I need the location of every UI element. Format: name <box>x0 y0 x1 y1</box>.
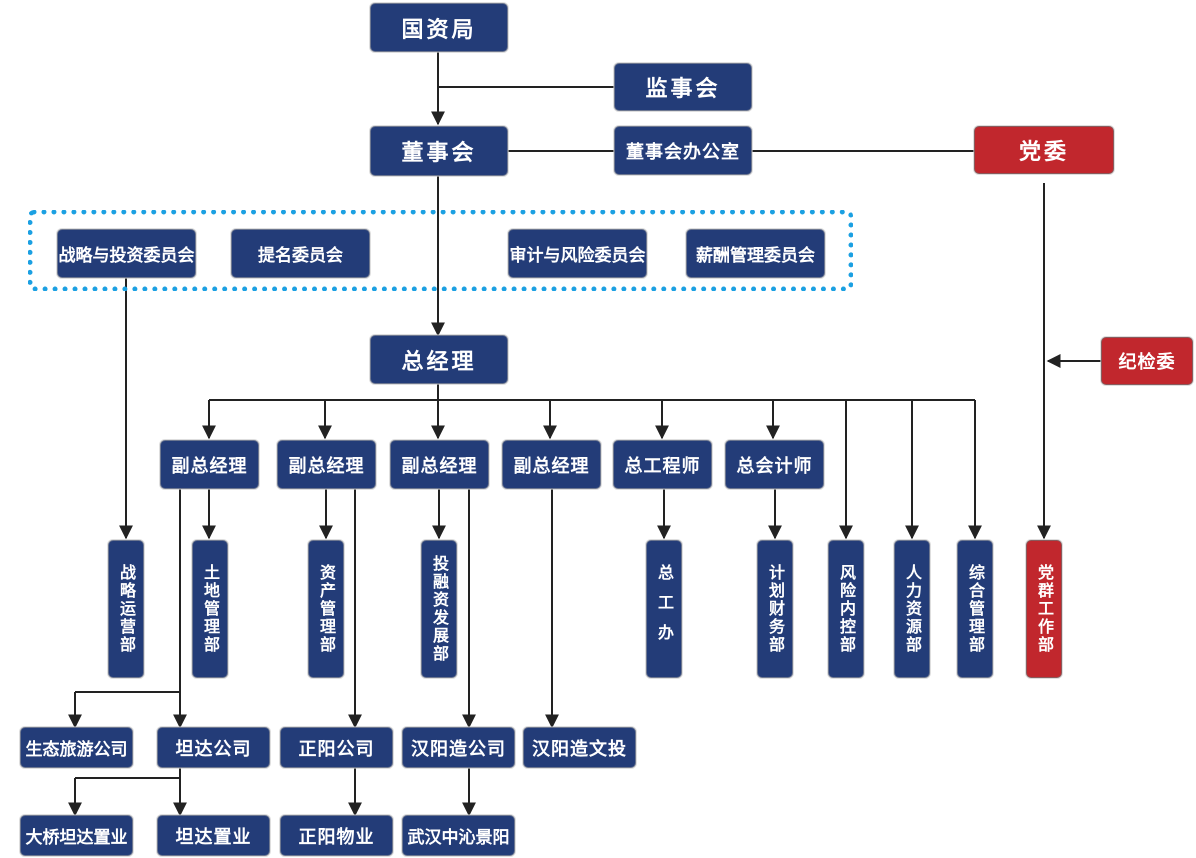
node-discipline-committee: 纪检委 <box>1101 337 1193 385</box>
node-label: 正阳公司 <box>298 738 375 760</box>
node-sub-wuhan-zhongqin: 武汉中沁景阳 <box>402 815 515 856</box>
node-sasac: 国资局 <box>370 3 508 52</box>
node-label: 监事会 <box>645 77 721 102</box>
node-dept-admin: 综合管理部 <box>957 540 993 678</box>
node-dept-party-affairs: 党群工作部 <box>1026 540 1062 678</box>
node-label: 人力资源部 <box>903 564 922 654</box>
node-label: 土地管理部 <box>201 564 220 654</box>
node-label: 战略与投资委员会 <box>58 246 195 266</box>
node-executive-vp-2: 副总经理 <box>277 440 376 489</box>
node-company-hanyangzao-culture: 汉阳造文投 <box>523 727 636 768</box>
node-executive-chief-engineer: 总工程师 <box>613 440 712 489</box>
node-label: 大桥坦达置业 <box>25 828 128 848</box>
node-party-committee: 党委 <box>974 126 1114 174</box>
node-dept-investment: 投融资发展部 <box>421 540 457 678</box>
node-label: 纪检委 <box>1118 352 1176 373</box>
node-label: 薪酬管理委员会 <box>696 246 815 266</box>
node-label: 党委 <box>1018 140 1069 165</box>
node-dept-chief-engineer-office: 总工办 <box>646 540 682 678</box>
node-label: 汉阳造文投 <box>532 738 627 760</box>
node-sub-daqiao-tanda: 大桥坦达置业 <box>20 815 133 856</box>
node-label: 战略运营部 <box>117 564 136 654</box>
node-label: 总工办 <box>655 564 674 654</box>
node-sub-zhengyang-property: 正阳物业 <box>280 815 393 856</box>
node-company-eco-tourism: 生态旅游公司 <box>20 727 133 768</box>
node-label: 国资局 <box>401 17 477 43</box>
node-label: 副总经理 <box>513 455 590 477</box>
node-dept-finance: 计划财务部 <box>757 540 793 678</box>
node-label: 坦达置业 <box>175 826 252 848</box>
node-label: 总会计师 <box>736 455 813 477</box>
node-label: 董事会 <box>401 141 477 166</box>
node-executive-chief-accountant: 总会计师 <box>725 440 824 489</box>
node-company-tanda: 坦达公司 <box>157 727 270 768</box>
node-company-zhengyang: 正阳公司 <box>280 727 393 768</box>
node-executive-vp-4: 副总经理 <box>502 440 601 489</box>
committees-group <box>28 210 853 291</box>
node-supervisory-board: 监事会 <box>614 63 752 111</box>
node-label: 提名委员会 <box>258 246 343 266</box>
node-label: 综合管理部 <box>966 564 985 654</box>
node-committee-compensation: 薪酬管理委员会 <box>686 229 825 278</box>
node-label: 董事会办公室 <box>626 141 740 163</box>
node-label: 副总经理 <box>171 455 248 477</box>
node-company-hanyangzao: 汉阳造公司 <box>402 727 515 768</box>
node-label: 党群工作部 <box>1035 564 1054 654</box>
node-label: 坦达公司 <box>175 738 252 760</box>
node-label: 副总经理 <box>401 455 478 477</box>
node-label: 正阳物业 <box>298 826 375 848</box>
node-committee-audit: 审计与风险委员会 <box>508 229 647 278</box>
node-dept-risk-control: 风险内控部 <box>828 540 864 678</box>
node-dept-strategy-ops: 战略运营部 <box>108 540 144 678</box>
node-label: 副总经理 <box>288 455 365 477</box>
node-label: 生态旅游公司 <box>25 740 128 760</box>
node-dept-hr: 人力资源部 <box>894 540 930 678</box>
node-committee-nomination: 提名委员会 <box>231 229 370 278</box>
node-sub-tanda-property: 坦达置业 <box>157 815 270 856</box>
node-executive-vp-3: 副总经理 <box>390 440 489 489</box>
node-dept-asset: 资产管理部 <box>308 540 344 678</box>
node-label: 风险内控部 <box>837 564 856 654</box>
node-board-office: 董事会办公室 <box>614 126 752 175</box>
node-committee-strategy: 战略与投资委员会 <box>57 229 196 278</box>
node-dept-land: 土地管理部 <box>192 540 228 678</box>
node-label: 汉阳造公司 <box>411 738 506 760</box>
node-label: 总工程师 <box>624 455 701 477</box>
node-label: 资产管理部 <box>317 564 336 654</box>
node-label: 总经理 <box>401 349 477 375</box>
node-label: 武汉中沁景阳 <box>407 828 510 848</box>
node-board: 董事会 <box>370 126 508 176</box>
node-label: 计划财务部 <box>766 564 785 654</box>
node-label: 投融资发展部 <box>430 555 449 663</box>
node-general-manager: 总经理 <box>370 335 508 384</box>
node-label: 审计与风险委员会 <box>509 246 646 266</box>
node-executive-vp-1: 副总经理 <box>160 440 259 489</box>
